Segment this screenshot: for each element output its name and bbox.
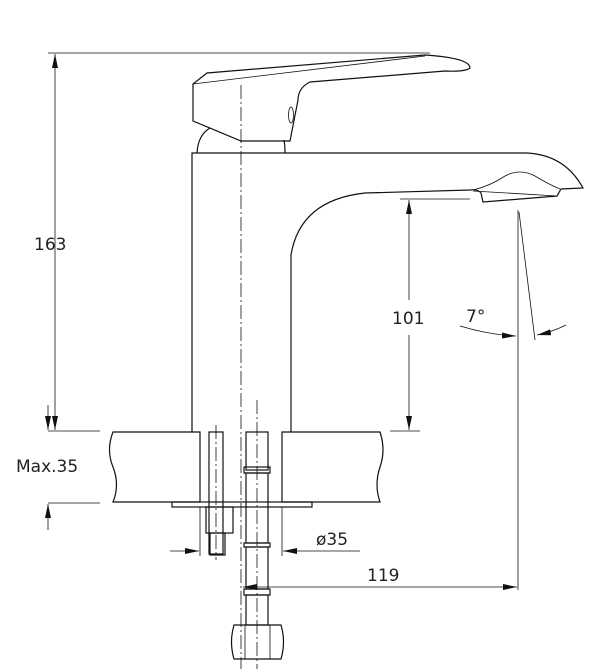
dimension-label-diameter-35: ø35	[316, 530, 348, 550]
countertop-section	[108, 431, 384, 508]
supply-hose	[230, 431, 285, 660]
dimension-counter-thickness: Max.35	[16, 405, 100, 530]
dimension-label-163: 163	[34, 235, 66, 255]
dimension-label-max-35: Max.35	[16, 457, 78, 477]
dimension-label-101: 101	[392, 309, 424, 329]
dimension-spout-angle: 7°	[459, 210, 567, 590]
dimension-spout-height: 101	[390, 198, 470, 432]
dimension-hole-diameter: ø35	[170, 507, 360, 556]
dimension-overall-height: 163	[34, 52, 430, 432]
faucet-body	[191, 54, 584, 432]
mounting-stud	[205, 431, 234, 556]
dimension-label-7-degrees: 7°	[466, 307, 485, 327]
dimension-spout-reach: 119	[243, 566, 517, 590]
dimension-label-119: 119	[367, 566, 399, 586]
